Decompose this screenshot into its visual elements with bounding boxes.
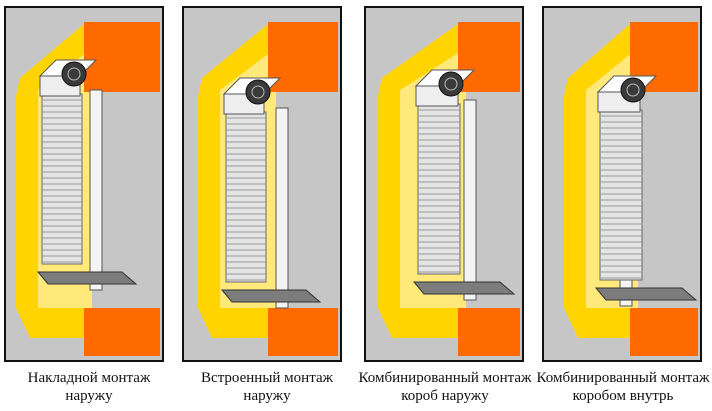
fan-grille-ring xyxy=(67,67,81,81)
window-sill xyxy=(36,271,138,285)
window-frame xyxy=(463,99,477,301)
fan-grille-ring xyxy=(251,85,265,99)
caption-combined-box-outside: Комбинированный монтаж короб наружу xyxy=(356,369,534,405)
caption-builtin-mount: Встроенный монтаж наружу xyxy=(178,369,356,405)
caption-line-2: коробом внутрь xyxy=(572,388,674,404)
fan-grille-icon xyxy=(438,71,464,97)
caption-overlay-mount: Накладной монтаж наружу xyxy=(0,369,178,405)
panel-combined-box-outside xyxy=(364,6,524,362)
builtin-mount-drawing xyxy=(198,22,338,356)
fan-grille-icon xyxy=(620,77,646,103)
brick-base xyxy=(268,308,338,356)
brick-base xyxy=(630,308,698,356)
caption-line-1: Комбинированный монтаж xyxy=(536,370,710,386)
window-frame xyxy=(89,89,103,291)
shutter-slats xyxy=(417,103,461,275)
combined-inside-drawing xyxy=(564,22,698,356)
fan-grille-ring xyxy=(626,83,640,97)
combined-outside-drawing xyxy=(378,22,520,356)
fan-grille-ring xyxy=(444,77,458,91)
overlay-mount-drawing xyxy=(16,22,160,356)
caption-line-2: короб наружу xyxy=(401,388,489,404)
brick-base xyxy=(84,308,160,356)
caption-line-2: наружу xyxy=(243,388,291,404)
window-sill xyxy=(220,289,322,303)
window-sill xyxy=(412,281,516,295)
caption-line-1: Накладной монтаж xyxy=(27,370,151,386)
window-frame xyxy=(275,107,289,309)
fan-grille-icon xyxy=(245,79,271,105)
brick-lintel xyxy=(458,22,520,92)
shutter-slats xyxy=(599,109,643,281)
caption-line-1: Встроенный монтаж xyxy=(201,370,333,386)
brick-base xyxy=(458,308,520,356)
shutter-slats xyxy=(225,111,267,283)
caption-line-2: наружу xyxy=(65,388,113,404)
caption-combined-box-inside: Комбинированный монтаж коробом внутрь xyxy=(534,369,712,405)
window-sill xyxy=(594,287,698,301)
caption-line-1: Комбинированный монтаж xyxy=(358,370,532,386)
brick-lintel xyxy=(84,22,160,92)
panel-builtin-mount xyxy=(182,6,342,362)
brick-lintel xyxy=(268,22,338,92)
shutter-slats xyxy=(41,93,83,265)
panel-overlay-mount xyxy=(4,6,164,362)
panel-combined-box-inside xyxy=(542,6,702,362)
fan-grille-icon xyxy=(61,61,87,87)
